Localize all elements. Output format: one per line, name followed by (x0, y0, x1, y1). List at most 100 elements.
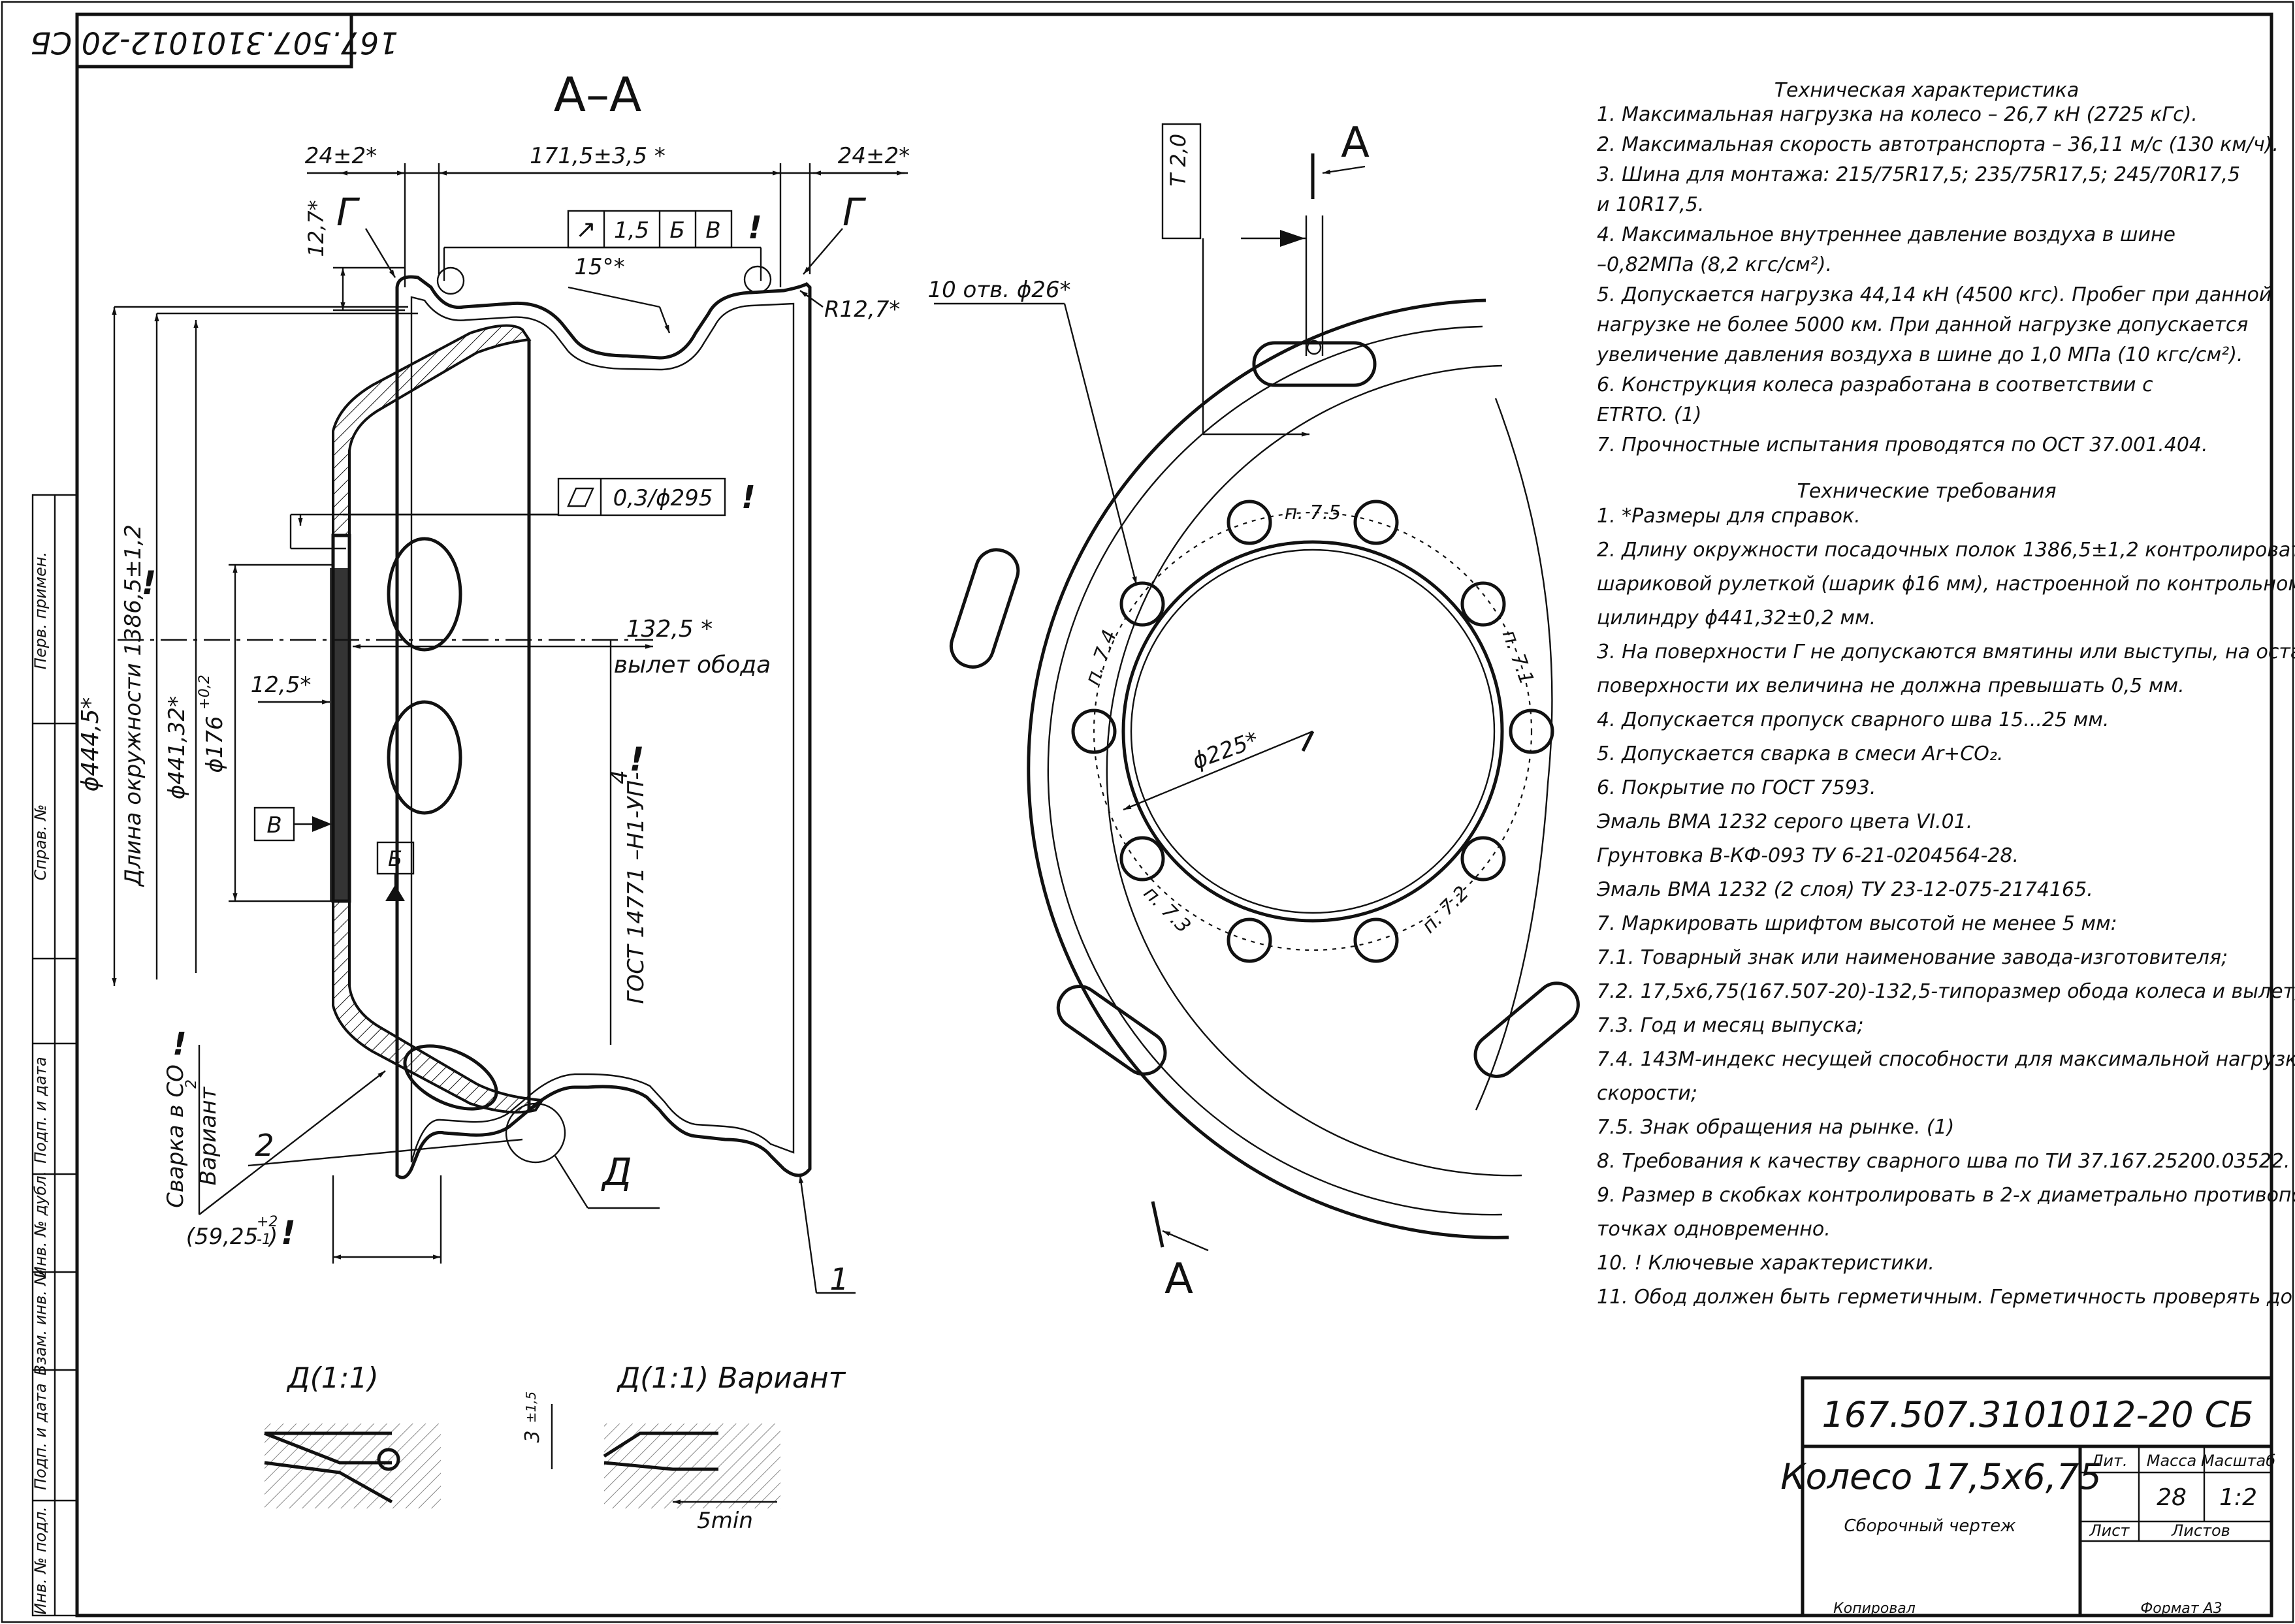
vent-slot-lower-right (1473, 981, 1580, 1078)
vent-hole-upper (387, 537, 462, 652)
req-line: 5. Допускается сварка в смеси Ar+CO₂. (1597, 742, 2003, 765)
tb-scale: 1:2 (2219, 1484, 2257, 1511)
rim-profile-inner (410, 296, 795, 1163)
tech-line: и 10R17,5. (1597, 193, 1704, 216)
stamp-podp-1: Подп. и дата (31, 1057, 50, 1164)
bolt-hole (1071, 709, 1117, 754)
rim-inner-arc (1047, 325, 1503, 1216)
svg-text:!: ! (630, 740, 645, 778)
disc-section-lower (332, 900, 545, 1114)
req-line: 7.2. 17,5x6,75(167.507-20)-132,5-типораз… (1597, 980, 2295, 1003)
section-marker-top: А (1341, 119, 1370, 167)
req-line: скорости; (1597, 1082, 1697, 1105)
dim-offset-label: вылет обода (614, 652, 771, 678)
tech-line: 6. Конструкция колеса разработана в соот… (1597, 374, 2153, 396)
title-block: 167.507.3101012-20 СБ Колесо 17,5х6,75 С… (1780, 1376, 2275, 1617)
dim-width-total: 171,5±3,5 * (530, 143, 666, 169)
pos-7-4: п. 7.4 (1081, 627, 1121, 688)
stamp-inv-podl: Инв. № подл. (31, 1506, 50, 1615)
tech-line: –0,82МПа (8,2 кгс/см²). (1597, 253, 1832, 276)
svg-text:Б: Б (388, 846, 402, 871)
tech-line: 5. Допускается нагрузка 44,14 кН (4500 к… (1597, 283, 2271, 306)
hub-plate (330, 568, 349, 901)
dim-flange-left: 24±2* (305, 143, 377, 169)
tb-mass-label: Масса (2147, 1452, 2197, 1470)
bolt-hole (1460, 836, 1506, 882)
tech-line: увеличение давления воздуха в шине до 1,… (1596, 343, 2243, 366)
dim-radius: R12,7* (824, 296, 900, 323)
tol-t20: Т 2,0 (1166, 134, 1191, 187)
bolt-hole (1119, 581, 1165, 627)
req-line: 4. Допускается пропуск сварного шва 15..… (1597, 709, 2109, 731)
svg-text:4: 4 (607, 770, 633, 784)
stamp-perv: Перв. примен. (31, 552, 50, 669)
tech-line: 3. Шина для монтажа: 215/75R17,5; 235/75… (1597, 163, 2240, 186)
base-label-b: Б (376, 841, 415, 901)
disc-section (332, 324, 532, 537)
req-line: 11. Обод должен быть герметичным. Гермет… (1597, 1286, 2295, 1309)
bolt-hole (1353, 917, 1399, 963)
tech-line: нагрузке не более 5000 км. При данной на… (1597, 313, 2248, 336)
req-line: 2. Длину окружности посадочных полок 138… (1597, 539, 2295, 562)
leader-2: 2 (255, 1128, 274, 1163)
weld-co2: Сварка в СО (163, 1064, 189, 1208)
notes: Техническая характеристика Технические т… (1596, 79, 2295, 1309)
tb-scale-label: Масштаб (2201, 1452, 2275, 1470)
detail-1-title: Д(1:1) (286, 1361, 379, 1395)
dim-holes: 10 отв. ϕ26* (927, 277, 1070, 303)
pos-7-1: п. 7.1 (1498, 627, 1538, 688)
tb-sheet: Лист (2089, 1521, 2130, 1540)
bolt-hole (1227, 500, 1272, 545)
svg-text:↗: ↗ (575, 215, 596, 244)
vent-slot-left (949, 548, 1020, 669)
tech-line: 7. Прочностные испытания проводятся по О… (1597, 434, 2208, 456)
tb-copied: Копировал (1833, 1600, 1916, 1617)
svg-text:-1: -1 (257, 1232, 271, 1248)
req-line: 7.3. Год и месяц выпуска; (1597, 1014, 1864, 1037)
tb-mass: 28 (2157, 1484, 2187, 1511)
req-line: 7.1. Товарный знак или наименование заво… (1597, 946, 2228, 969)
dim-offset: 132,5 * (626, 616, 713, 643)
tb-subtitle: Сборочный чертеж (1844, 1516, 2017, 1536)
svg-text:0,3/ϕ295: 0,3/ϕ295 (613, 485, 713, 511)
weld-spec: ГОСТ 14771 –Н1-УП- (623, 772, 649, 1004)
dim-flange-right: 24±2* (838, 143, 910, 169)
section-title: А–А (554, 67, 642, 122)
dim-d444: ϕ444,5* (77, 697, 104, 792)
req-line: 1. *Размеры для справок. (1597, 505, 1861, 528)
dim-3: 3 (521, 1430, 544, 1442)
tech-line: 4. Максимальное внутреннее давление возд… (1597, 223, 2175, 246)
rim-profile-outer (395, 275, 812, 1179)
tolerance-frame-flatness: 0,3/ϕ295 ! (289, 477, 756, 550)
bolt-circle (1093, 511, 1533, 951)
dim-height: 12,7* (304, 200, 329, 257)
pos-7-2: п. 7.2 (1417, 882, 1473, 938)
svg-text:!: ! (741, 479, 756, 516)
dim-5min: 5min (697, 1508, 753, 1534)
center-bore (1121, 540, 1504, 923)
dim-12-5: 12,5* (251, 672, 312, 698)
tb-lit: Лит. (2091, 1452, 2127, 1470)
leader-1: 1 (829, 1262, 848, 1297)
doc-code-inverted: 167.507.3101012-20 СБ (30, 12, 398, 69)
req-line: 6. Покрытие по ГОСТ 7593. (1597, 776, 1876, 799)
detail-d-label: Д (600, 1150, 632, 1194)
stamp-sprav: Справ. № (31, 804, 50, 881)
tech-line: 1. Максимальная нагрузка на колесо – 26,… (1597, 103, 2198, 126)
tech-line: 2. Максимальная скорость автотранспорта … (1597, 133, 2279, 156)
req-line: Эмаль ВМА 1232 серого цвета VI.01. (1596, 810, 1972, 833)
bolt-hole (1353, 500, 1399, 545)
section-view: А–А 24±2* 171,5±3,5 * 24±2* (77, 67, 910, 1297)
svg-text:+2: +2 (257, 1214, 278, 1230)
svg-text:В: В (266, 812, 281, 838)
front-view: Т 2,0 А А 10 отв. ϕ26* ϕ225* п. 7.5 п. 7… (927, 119, 1580, 1303)
vent-hole-lower (403, 1044, 498, 1111)
bolt-hole (1119, 836, 1165, 882)
rim-outer-arc (1027, 298, 1509, 1239)
svg-text:!: ! (172, 1026, 187, 1062)
section-marker-bottom: А (1164, 1255, 1193, 1303)
req-line: поверхности их величина не должна превыш… (1597, 675, 2185, 697)
svg-text:±1,5: ±1,5 (523, 1392, 539, 1424)
tech-title: Техническая характеристика (1774, 79, 2079, 102)
